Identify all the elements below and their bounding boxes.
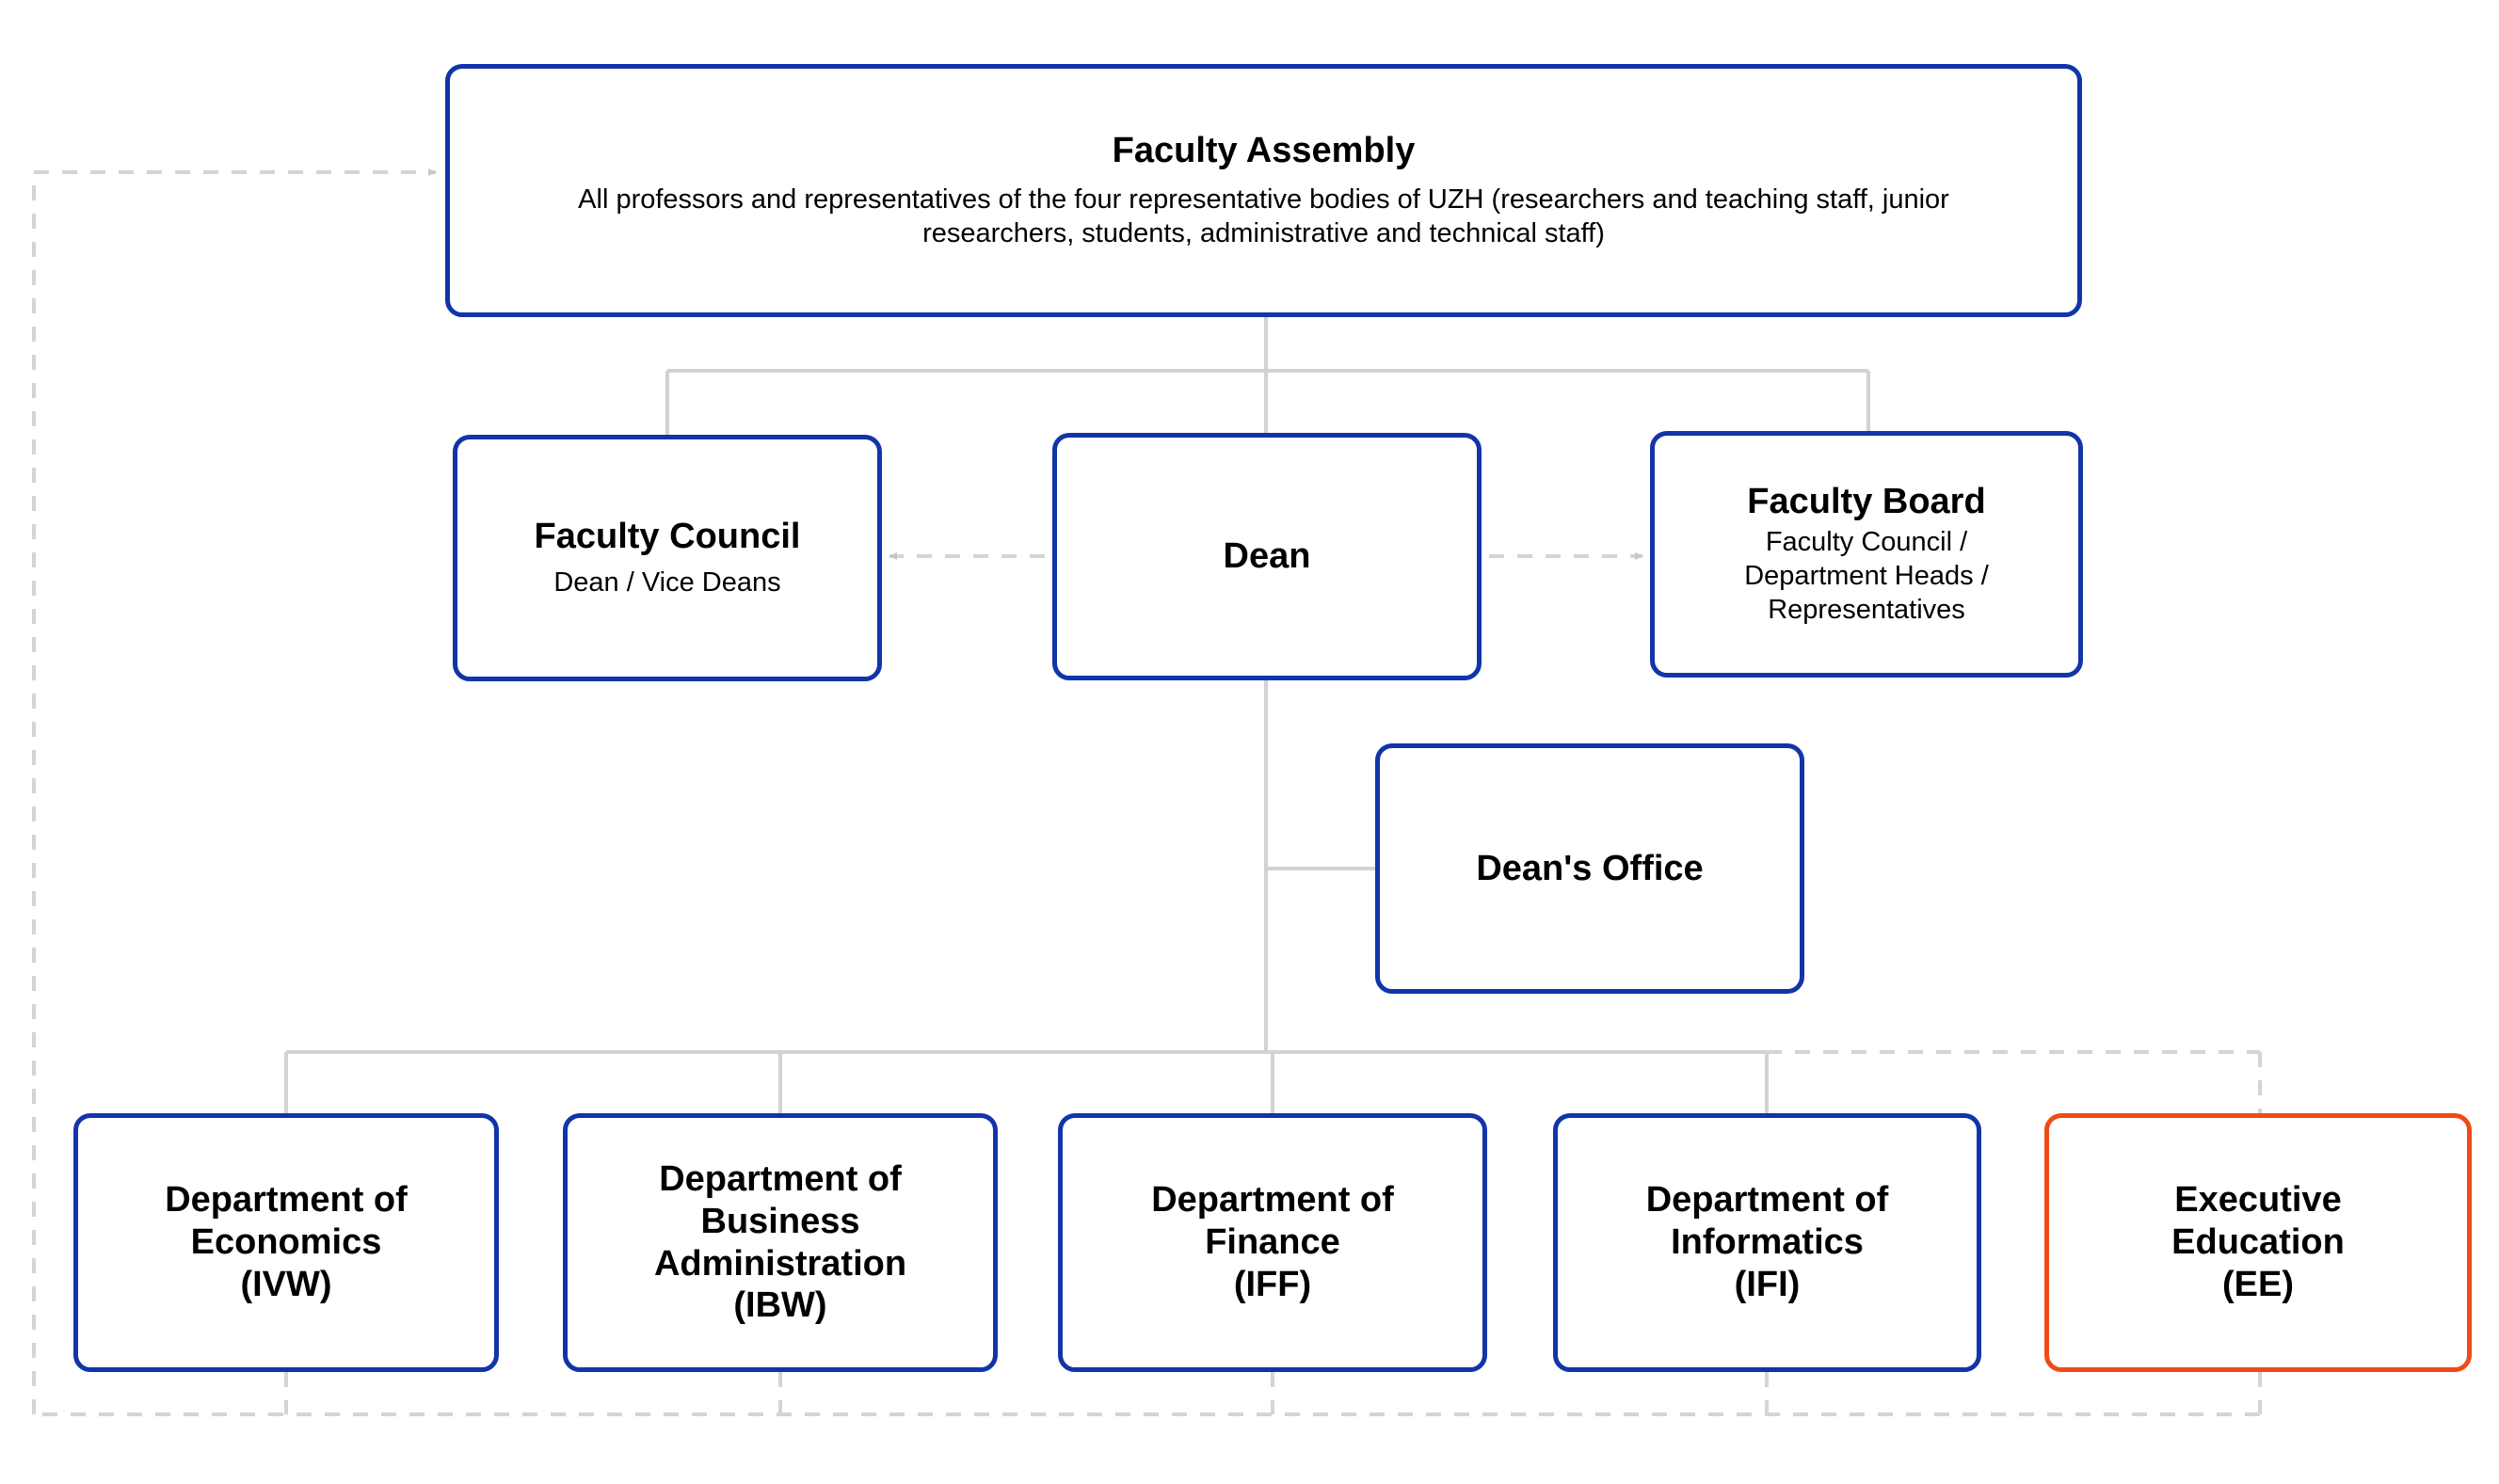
executive-education-line-3: (EE) — [2222, 1264, 2294, 1304]
department-finance-line-2: Finance — [1205, 1222, 1340, 1263]
node-dean[interactable]: Dean — [1052, 433, 1482, 680]
department-informatics-line-3: (IFI) — [1734, 1264, 1801, 1304]
faculty-board-subtitle-line-2: Department Heads / — [1744, 561, 1989, 592]
deans-office-title: Dean's Office — [1476, 848, 1704, 888]
faculty-council-subtitle: Dean / Vice Deans — [553, 567, 781, 598]
node-department-business-administration[interactable]: Department of Business Administration (I… — [563, 1113, 998, 1372]
department-business-line-4: (IBW) — [733, 1285, 827, 1326]
department-finance-line-1: Department of — [1151, 1180, 1394, 1221]
dean-title: Dean — [1223, 536, 1311, 577]
department-informatics-line-1: Department of — [1645, 1180, 1889, 1221]
faculty-council-title: Faculty Council — [534, 516, 801, 556]
node-faculty-council[interactable]: Faculty Council Dean / Vice Deans — [453, 435, 882, 681]
node-deans-office[interactable]: Dean's Office — [1375, 743, 1804, 994]
faculty-assembly-subtitle: All professors and representatives of th… — [578, 184, 1949, 248]
faculty-board-subtitle-line-3: Representatives — [1768, 595, 1965, 626]
department-economics-line-2: Economics — [190, 1222, 382, 1263]
faculty-board-subtitle-line-1: Faculty Council / — [1765, 527, 1968, 558]
department-business-line-3: Administration — [653, 1243, 907, 1284]
node-department-economics[interactable]: Department of Economics (IVW) — [73, 1113, 499, 1372]
faculty-assembly-title: Faculty Assembly — [1112, 131, 1416, 171]
department-economics-line-1: Department of — [165, 1180, 408, 1221]
executive-education-line-2: Education — [2171, 1222, 2345, 1263]
node-executive-education[interactable]: Executive Education (EE) — [2044, 1113, 2472, 1372]
department-informatics-line-2: Informatics — [1671, 1222, 1864, 1263]
node-faculty-assembly[interactable]: Faculty Assembly All professors and repr… — [445, 64, 2082, 317]
node-department-informatics[interactable]: Department of Informatics (IFI) — [1553, 1113, 1981, 1372]
node-department-finance[interactable]: Department of Finance (IFF) — [1058, 1113, 1487, 1372]
department-business-line-1: Department of — [659, 1158, 902, 1199]
department-finance-line-3: (IFF) — [1233, 1264, 1312, 1304]
node-faculty-board[interactable]: Faculty Board Faculty Council / Departme… — [1650, 431, 2083, 678]
faculty-board-title: Faculty Board — [1747, 481, 1986, 521]
executive-education-line-1: Executive — [2174, 1180, 2342, 1221]
department-business-line-2: Business — [700, 1201, 860, 1241]
department-economics-line-3: (IVW) — [240, 1264, 332, 1304]
